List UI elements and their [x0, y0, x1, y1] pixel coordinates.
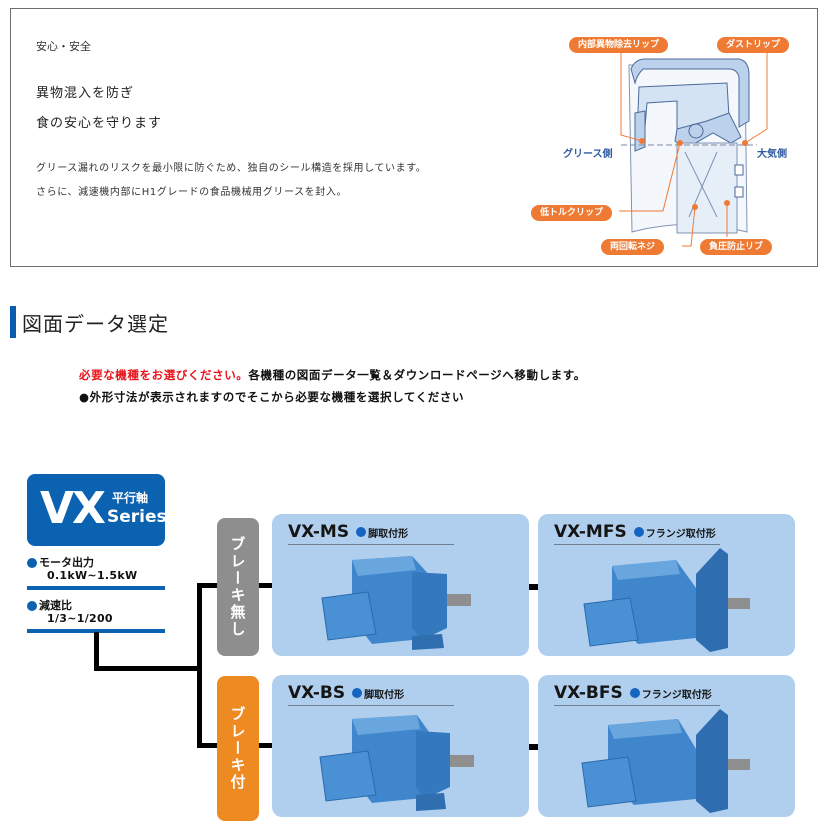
series-subtitle-jp: 平行軸: [112, 491, 149, 505]
section-accent-bar: [10, 306, 16, 338]
model-card-vx-bs[interactable]: VX-BS 脚取付形: [272, 675, 529, 817]
bullet-dot-icon: [27, 557, 37, 568]
section-heading: 図面データ選定: [10, 306, 169, 338]
instruction-text: 各機種の図面データ一覧＆ダウンロードページへ移動します。: [248, 368, 586, 382]
label-air-side: 大気側: [757, 149, 787, 160]
spec-divider: [27, 586, 165, 590]
label-internal-lip: 内部異物除去リップ: [569, 37, 669, 53]
connector-line: [528, 584, 538, 590]
brake-group-label: ブレーキ無し: [228, 536, 247, 638]
connector-line: [197, 583, 202, 748]
brake-group-with: ブレーキ付: [217, 676, 259, 821]
spec-label: モータ出力: [39, 556, 94, 569]
feature-panel: 安心・安全 異物混入を防ぎ 食の安心を守ります グリース漏れのリスクを最小限に防…: [10, 8, 818, 267]
feature-headline-line-1: 異物混入を防ぎ: [36, 86, 135, 101]
model-type: フランジ取付形: [641, 689, 712, 701]
series-name: VX: [40, 483, 106, 534]
model-name: VX-BFS: [554, 683, 623, 703]
bullet-dot-icon: [356, 527, 367, 537]
model-card-vx-mfs[interactable]: VX-MFS フランジ取付形: [538, 514, 795, 656]
connector-line: [197, 583, 219, 588]
instruction-line-1: 必要な機種をお選びください。各機種の図面データ一覧＆ダウンロードページへ移動しま…: [79, 367, 586, 383]
model-card-vx-bfs[interactable]: VX-BFS フランジ取付形: [538, 675, 795, 817]
foot-mount-brake-motor-image: [319, 715, 474, 811]
model-name: VX-MS: [288, 522, 350, 542]
feature-body-line-2: さらに、減速機内部にH1グレードの食品機械用グリースを封入。: [36, 187, 348, 198]
vx-series-badge: VX 平行軸 Series: [27, 474, 167, 546]
model-type: 脚取付形: [364, 689, 405, 701]
model-card-vx-ms[interactable]: VX-MS 脚取付形: [272, 514, 529, 656]
model-type: フランジ取付形: [645, 528, 716, 540]
flange-mount-brake-motor-image: [581, 709, 750, 813]
model-name: VX-MFS: [554, 522, 627, 542]
connector-line: [94, 632, 99, 670]
foot-mount-motor-image: [321, 556, 471, 650]
spec-value: 1/3~1/200: [47, 612, 113, 625]
model-name: VX-BS: [288, 683, 346, 703]
spec-value: 0.1kW~1.5kW: [47, 569, 138, 582]
model-type: 脚取付形: [368, 528, 409, 540]
label-bidirectional-screw: 両回転ネジ: [601, 239, 665, 255]
brake-group-without: ブレーキ無し: [217, 518, 259, 656]
series-subtitle-en: Series: [107, 507, 167, 527]
label-dust-lip: ダストリップ: [717, 37, 790, 53]
spec-divider: [27, 629, 165, 633]
instruction-line-2: ●外形寸法が表示されますのでそこから必要な機種を選択してください: [79, 390, 465, 404]
flange-mount-motor-image: [583, 548, 750, 652]
connector-line: [197, 743, 219, 748]
connector-line: [259, 743, 273, 748]
spec-motor-output: モータ出力 0.1kW~1.5kW: [27, 556, 165, 590]
connector-line: [528, 744, 538, 750]
bullet-dot-icon: [633, 527, 644, 537]
feature-body-line-1: グリース漏れのリスクを最小限に防ぐため、独自のシール構造を採用しています。: [36, 163, 427, 174]
spec-label: 減速比: [39, 599, 72, 612]
bullet-dot-icon: [629, 688, 640, 698]
connector-line: [94, 666, 202, 671]
seal-structure-diagram: 内部異物除去リップ ダストリップ グリース側 大気側 低トルクリップ 両回転ネジ…: [517, 17, 807, 262]
spec-reduction-ratio: 減速比 1/3~1/200: [27, 599, 165, 633]
label-low-torque-lip: 低トルクリップ: [531, 205, 613, 221]
section-title: 図面データ選定: [22, 311, 169, 336]
bullet-dot-icon: [352, 688, 363, 698]
bullet-dot-icon: [27, 600, 37, 611]
label-negative-pressure-rib: 負圧防止リブ: [700, 239, 773, 255]
feature-headline-line-2: 食の安心を守ります: [36, 116, 163, 131]
label-grease-side: グリース側: [563, 149, 613, 160]
feature-small-title: 安心・安全: [36, 40, 91, 53]
seal-cross-section-illustration: [619, 49, 768, 247]
brake-group-label: ブレーキ付: [228, 706, 247, 791]
connector-line: [259, 583, 273, 588]
instruction-highlight: 必要な機種をお選びください。: [79, 368, 249, 382]
